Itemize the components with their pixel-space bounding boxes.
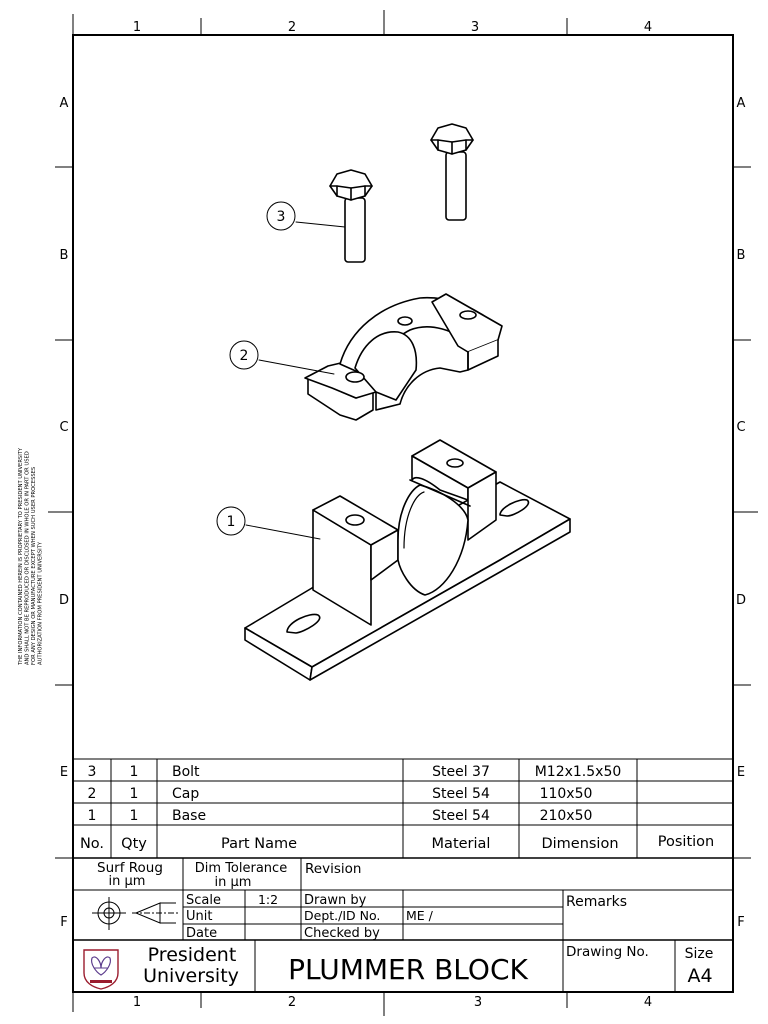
institution-name-line-1: President <box>148 944 237 966</box>
dim-tolerance-unit: in μm <box>215 875 252 890</box>
proprietary-note-line-1: THE INFORMATION CONTAINED HEREIN IS PROP… <box>18 447 24 666</box>
header-material: Material <box>432 836 491 852</box>
sheet-border <box>48 10 758 1016</box>
col-label-top-2: 2 <box>288 20 296 35</box>
parts-row-name: Base <box>172 808 206 824</box>
parts-row-dimension: 110x50 <box>540 786 593 802</box>
balloon-2-label: 2 <box>240 348 249 364</box>
row-label-right-f: F <box>737 915 744 930</box>
parts-row-material: Steel 54 <box>432 786 490 802</box>
surf-roughness-unit: in μm <box>109 874 146 889</box>
row-label-left-c: C <box>59 420 68 435</box>
row-label-right-a: A <box>737 96 746 111</box>
drawn-by-label: Drawn by <box>304 893 367 908</box>
parts-row-bolt: 3 1 Bolt Steel 37 M12x1.5x50 <box>88 764 622 780</box>
balloon-3-label: 3 <box>277 209 286 225</box>
parts-list-rows: 3 1 Bolt Steel 37 M12x1.5x50 2 1 Cap Ste… <box>80 764 714 852</box>
checked-by-label: Checked by <box>304 926 380 941</box>
revision-label: Revision <box>305 861 361 877</box>
projection-symbol-icon <box>92 897 178 930</box>
dept-id-value: ME / <box>406 908 434 923</box>
balloon-1: 1 <box>216 506 246 536</box>
col-label-bottom-3: 3 <box>474 995 482 1010</box>
scale-label: Scale <box>186 893 221 908</box>
row-label-left-b: B <box>60 248 69 263</box>
parts-list-header: No. Qty Part Name Material Dimension Pos… <box>80 834 714 852</box>
parts-row-qty: 1 <box>130 786 139 802</box>
institution-name-line-2: University <box>143 965 239 987</box>
col-label-bottom-4: 4 <box>644 995 652 1010</box>
header-no: No. <box>80 836 104 852</box>
row-label-right-d: D <box>736 593 746 608</box>
dept-id-label: Dept./ID No. <box>304 908 380 923</box>
bolt-item-3 <box>329 169 373 263</box>
parts-row-material: Steel 37 <box>432 764 490 780</box>
leader-lines <box>245 221 346 540</box>
scale-value: 1:2 <box>258 892 278 907</box>
col-label-bottom-1: 1 <box>133 995 141 1010</box>
isometric-view <box>244 123 571 681</box>
parts-row-name: Cap <box>172 786 199 802</box>
parts-row-qty: 1 <box>130 764 139 780</box>
parts-row-no: 3 <box>88 764 97 780</box>
col-label-top-3: 3 <box>471 20 479 35</box>
base-item-1 <box>244 439 571 681</box>
parts-row-cap: 2 1 Cap Steel 54 110x50 <box>88 786 593 802</box>
bolt-right <box>430 123 474 221</box>
size-value: A4 <box>687 965 712 987</box>
proprietary-note-line-2: AND SHALL NOT BE REPRODUCED OR DISCLOSED… <box>25 451 31 665</box>
parts-row-no: 1 <box>88 808 97 824</box>
col-label-top-4: 4 <box>644 20 652 35</box>
parts-row-name: Bolt <box>172 764 200 780</box>
dim-tolerance-label: Dim Tolerance <box>195 861 287 876</box>
header-dimension: Dimension <box>541 836 618 852</box>
title-block-grid <box>73 858 733 992</box>
header-qty: Qty <box>121 836 147 852</box>
parts-row-dimension: M12x1.5x50 <box>535 764 622 780</box>
parts-row-dimension: 210x50 <box>540 808 593 824</box>
row-label-right-c: C <box>736 420 745 435</box>
parts-row-no: 2 <box>88 786 97 802</box>
row-label-right-e: E <box>737 765 745 780</box>
col-label-top-1: 1 <box>133 20 141 35</box>
remarks-label: Remarks <box>566 894 627 910</box>
drawing-title: PLUMMER BLOCK <box>288 953 528 986</box>
unit-label: Unit <box>186 909 212 924</box>
size-label: Size <box>685 946 714 962</box>
proprietary-note: THE INFORMATION CONTAINED HEREIN IS PROP… <box>18 447 44 666</box>
row-label-left-a: A <box>60 96 69 111</box>
row-label-right-b: B <box>737 248 746 263</box>
surf-roughness-label: Surf Roug <box>97 860 163 876</box>
balloon-1-label: 1 <box>227 514 236 530</box>
parts-row-material: Steel 54 <box>432 808 490 824</box>
header-position: Position <box>658 834 714 850</box>
balloon-3: 3 <box>266 201 296 231</box>
col-label-bottom-2: 2 <box>288 995 296 1010</box>
proprietary-note-line-3: FOR ANY DESIGN OR MANUFACTURE EXCEPT WHE… <box>31 467 37 665</box>
drawing-number-label: Drawing No. <box>566 944 649 960</box>
column-labels: 1 2 3 4 1 2 3 4 <box>133 20 652 1010</box>
header-part-name: Part Name <box>221 836 297 852</box>
cap-item-2 <box>304 293 503 421</box>
title-block-text: Surf Roug in μm Dim Tolerance in μm Revi… <box>97 860 713 987</box>
row-labels: A B C D E F A B C D E F <box>59 96 746 930</box>
balloon-2: 2 <box>229 340 259 370</box>
proprietary-note-line-4: AUTHORIZATION FROM PRESIDENT UNIVERSITY <box>38 541 44 665</box>
parts-row-qty: 1 <box>130 808 139 824</box>
row-label-left-d: D <box>59 593 69 608</box>
row-label-left-e: E <box>60 765 68 780</box>
parts-row-base: 1 1 Base Steel 54 210x50 <box>88 808 593 824</box>
date-label: Date <box>186 926 217 941</box>
university-logo <box>83 949 119 990</box>
row-label-left-f: F <box>60 915 67 930</box>
